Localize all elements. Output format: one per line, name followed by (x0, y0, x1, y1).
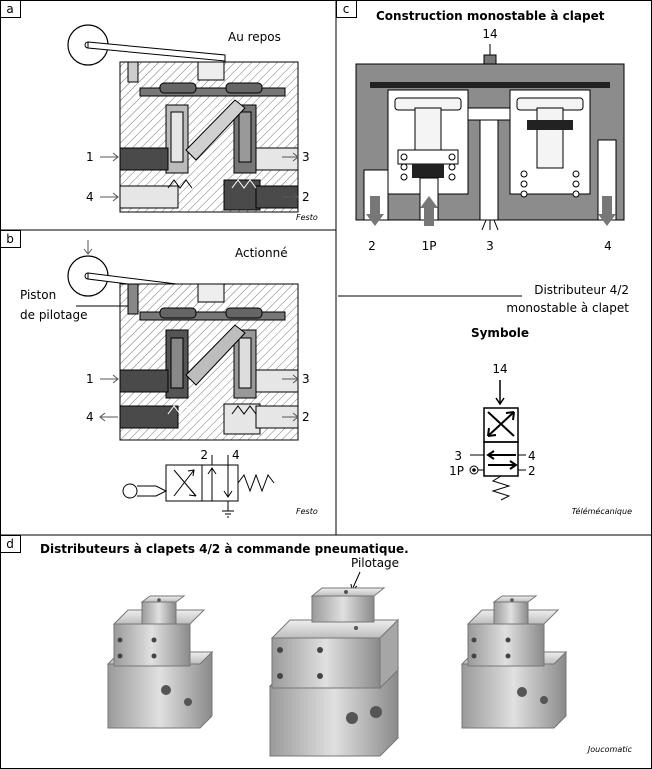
valve-section-rest (67, 24, 299, 213)
panel-tag-b: b (0, 230, 21, 248)
symbol-port-2: 2 (200, 448, 208, 462)
port-2-label: 2 (302, 410, 310, 424)
source-festo-a: Festo (296, 213, 318, 222)
panel-tag-c: c (336, 0, 357, 18)
valve-section-actuated (67, 240, 299, 441)
symbol-port-3: 3 (454, 449, 462, 463)
caption-line-1: Distributeur 4/2 (534, 283, 629, 297)
pilot-piston-label-2: de pilotage (20, 308, 88, 322)
port-4-label: 4 (604, 239, 612, 253)
construction-title: Construction monostable à clapet (376, 9, 605, 23)
valve-construction-section (355, 44, 625, 231)
panel-b-tag: b (6, 232, 14, 246)
port-1-label: 1 (86, 372, 94, 386)
valve-symbol-c (469, 380, 526, 501)
source-telemecanique: Télémécanique (572, 506, 632, 516)
pilot-piston-label-1: Piston (20, 288, 56, 302)
pilot-pointer (350, 571, 361, 591)
panel-tag-d: d (0, 535, 21, 553)
symbol-pilot-14: 14 (492, 362, 507, 376)
symbol-port-4: 4 (232, 448, 240, 462)
port-3-label: 3 (302, 150, 310, 164)
port-arrows-a (100, 152, 299, 202)
port-arrows-b (76, 305, 299, 422)
panel-a-tag: a (6, 2, 13, 16)
port-4-label: 4 (86, 410, 94, 424)
symbol-port-1p: 1P (449, 464, 464, 478)
panel-d-tag: d (6, 537, 14, 551)
valve-symbol-b (122, 455, 275, 518)
port-4-label: 4 (86, 190, 94, 204)
valve-photo-large-center (268, 587, 400, 757)
source-joucomatic: Joucomatic (586, 745, 633, 754)
port-2-label: 2 (368, 239, 376, 253)
valve-photo-small-left (106, 595, 214, 729)
port-1-label: 1 (86, 150, 94, 164)
state-label-rest: Au repos (228, 30, 281, 44)
port-1p-label: 1P (422, 239, 437, 253)
valve-photo-small-right (460, 595, 568, 729)
caption-line-2: monostable à clapet (506, 301, 629, 315)
photo-title: Distributeurs à clapets 4/2 à commande p… (40, 542, 409, 556)
panel-tag-a: a (0, 0, 21, 18)
symbol-port-4: 4 (528, 449, 536, 463)
port-3-label: 3 (302, 372, 310, 386)
source-festo-b: Festo (296, 507, 318, 516)
port-2-label: 2 (302, 190, 310, 204)
symbol-port-2: 2 (528, 464, 536, 478)
port-3-label: 3 (486, 239, 494, 253)
panel-c-tag: c (343, 2, 350, 16)
symbol-title: Symbole (471, 326, 529, 340)
state-label-actuated: Actionné (235, 246, 288, 260)
pilot-port-label: Pilotage (351, 556, 399, 570)
pilot-port-14-label: 14 (482, 27, 497, 41)
